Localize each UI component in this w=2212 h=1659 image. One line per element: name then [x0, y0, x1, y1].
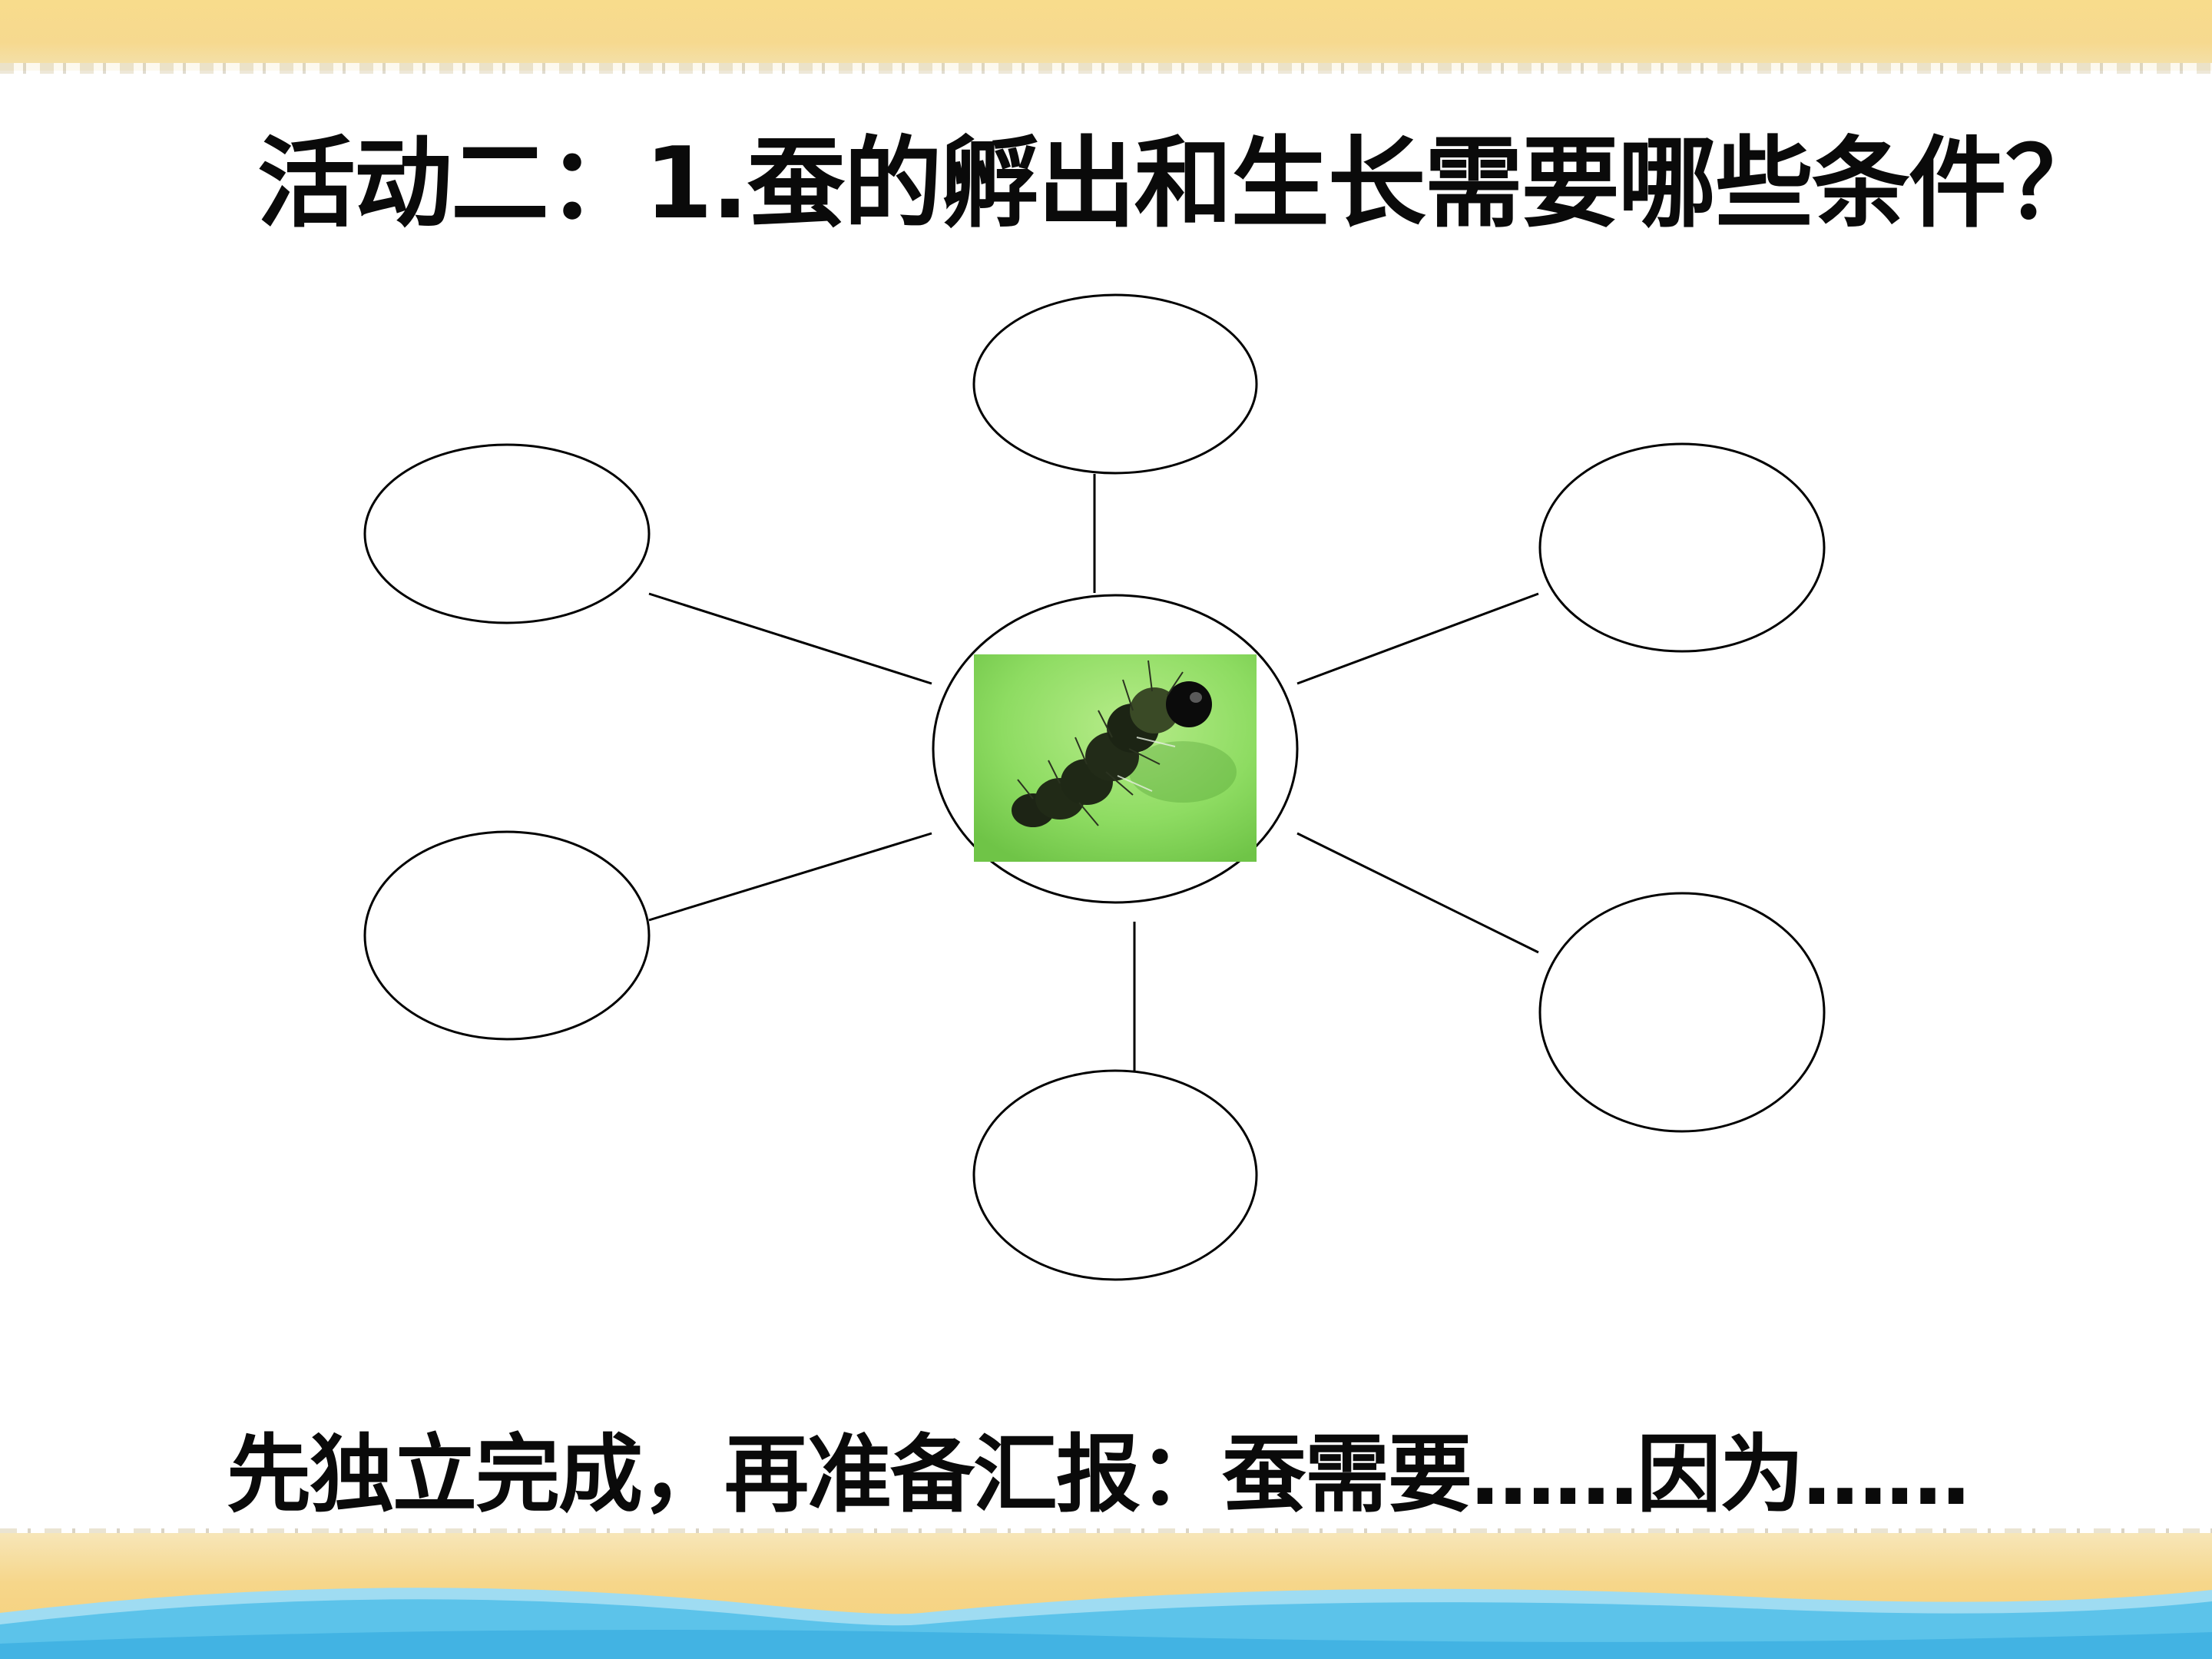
connector-lower-right [1296, 832, 1539, 954]
page-title: 活动二：1.蚕的孵出和生长需要哪些条件？ [257, 127, 2104, 241]
node-lower-right[interactable] [1538, 892, 1826, 1133]
node-top[interactable] [972, 293, 1258, 475]
connector-lower-left [648, 832, 932, 922]
top-torn-edge [0, 63, 2212, 74]
node-upper-right[interactable] [1538, 442, 1826, 653]
node-bottom[interactable] [972, 1069, 1258, 1281]
node-lower-left[interactable] [363, 830, 651, 1041]
sea-waves [0, 1588, 2212, 1659]
instruction-text: 先独立完成，再准备汇报：蚕需要……因为…… [227, 1426, 1970, 1524]
node-upper-left[interactable] [363, 443, 651, 624]
connector-upper-right [1296, 592, 1539, 685]
connector-upper-left [648, 592, 932, 685]
silkworm-image [974, 654, 1257, 862]
top-sand-band [0, 0, 2212, 71]
